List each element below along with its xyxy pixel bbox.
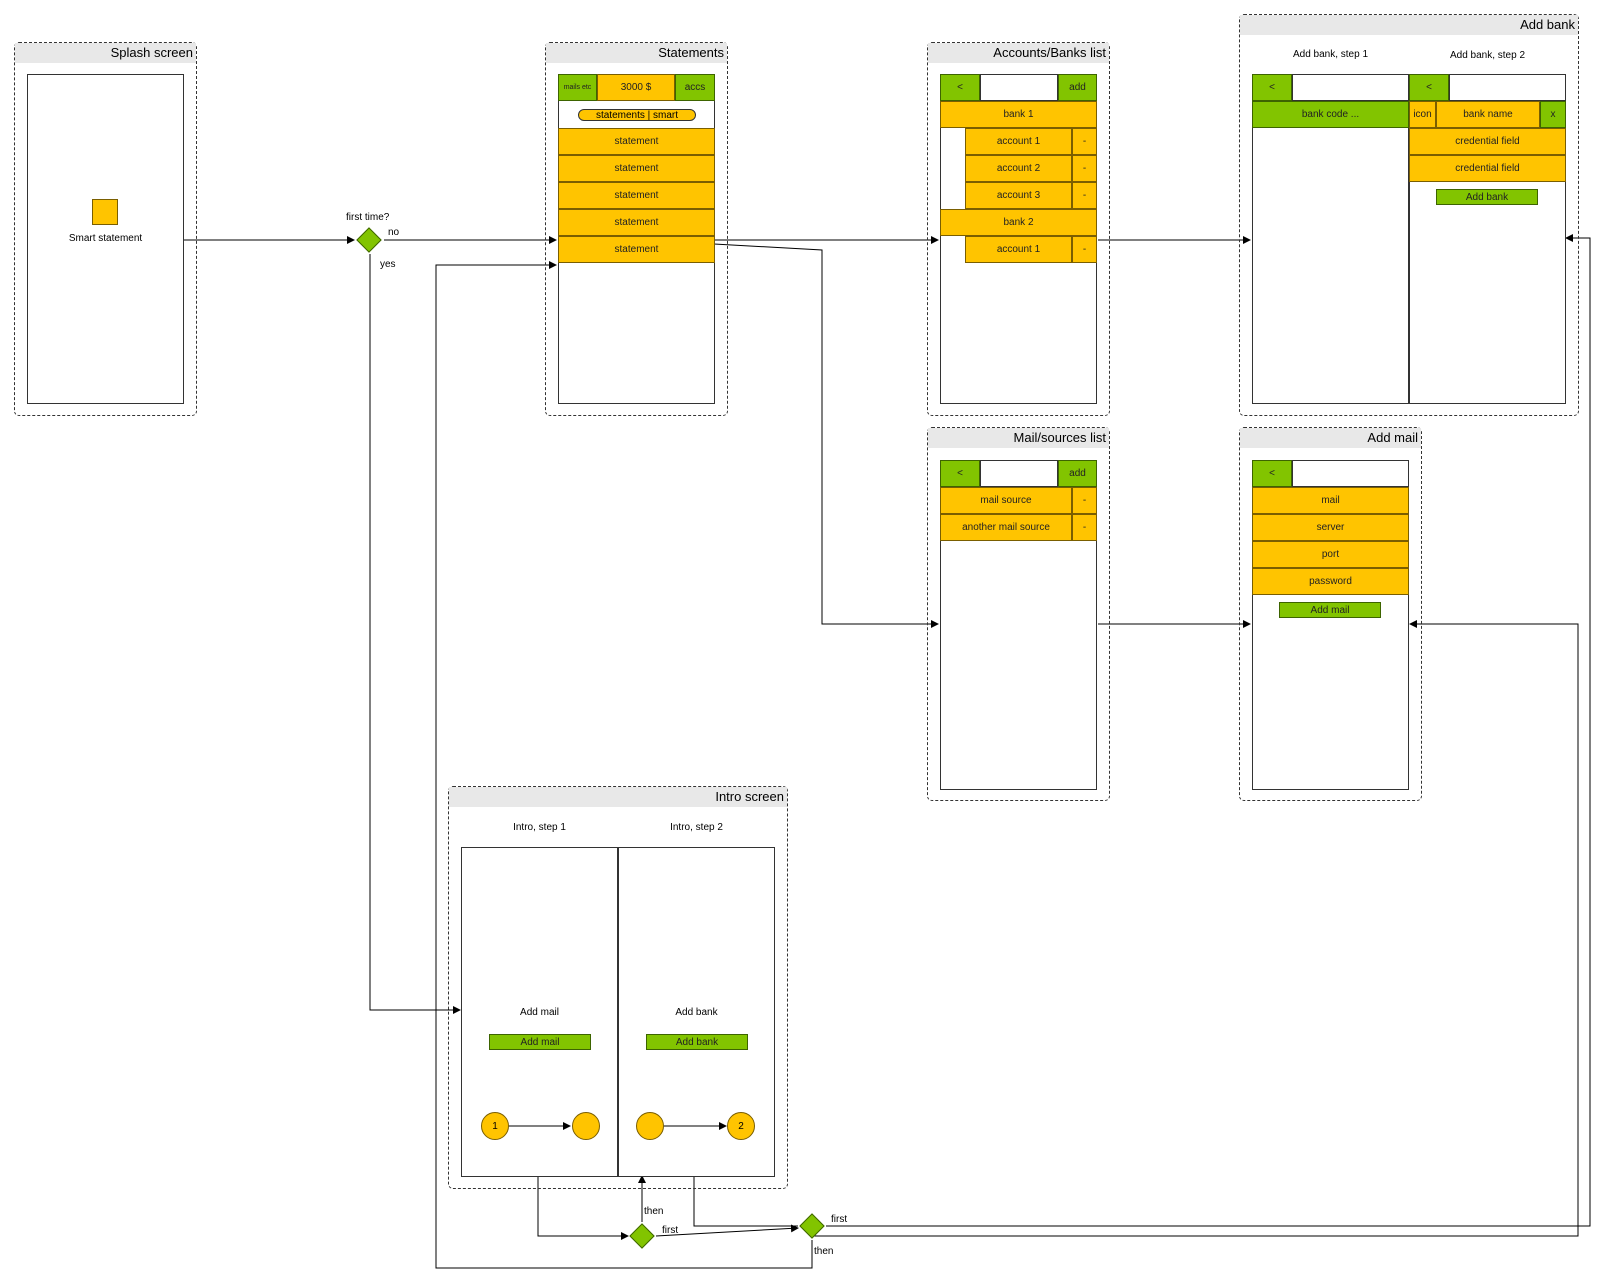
- bank-name: bank name: [1436, 101, 1540, 128]
- edge-decisionA-first: [655, 1224, 799, 1237]
- group-title: Splash screen: [15, 43, 196, 63]
- statement-item[interactable]: statement: [558, 209, 715, 236]
- decision-intro-then-label: then: [644, 1206, 664, 1217]
- splash-screen-group: Splash screen: [14, 42, 197, 416]
- step1-label: Add bank, step 1: [1292, 49, 1369, 60]
- account-row[interactable]: account 1: [965, 128, 1072, 155]
- mails-button[interactable]: mails etc: [558, 74, 597, 101]
- add-button[interactable]: add: [1058, 74, 1097, 101]
- accounts-button[interactable]: accs: [675, 74, 715, 101]
- step1-header-blank: [1292, 74, 1409, 101]
- edge-intro2-to-decisionB: [693, 1174, 798, 1227]
- intro-step2-label: Intro, step 2: [670, 822, 723, 833]
- back-button[interactable]: <: [940, 74, 980, 101]
- remove-source-button[interactable]: -: [1072, 514, 1097, 541]
- decision-intro-first-label: first: [662, 1225, 679, 1236]
- server-field[interactable]: server: [1252, 514, 1409, 541]
- back-button[interactable]: <: [1252, 74, 1292, 101]
- decision-bank-first-label: first: [831, 1214, 848, 1225]
- add-bank-group: Add bank: [1239, 14, 1579, 416]
- intro-add-bank-button[interactable]: Add bank: [646, 1034, 748, 1050]
- edge-decisionB-to-addmail: [812, 620, 1579, 1237]
- remove-account-button[interactable]: -: [1072, 236, 1097, 263]
- group-title: Intro screen: [449, 787, 787, 807]
- intro-step1-label: Intro, step 1: [513, 822, 566, 833]
- mail-header-blank: [980, 460, 1058, 487]
- statement-item[interactable]: statement: [558, 236, 715, 263]
- account-row[interactable]: account 1: [965, 236, 1072, 263]
- add-mail-header-blank: [1292, 460, 1409, 487]
- group-title: Add mail: [1240, 428, 1421, 448]
- mail-source-row[interactable]: mail source: [940, 487, 1072, 514]
- statements-smart-toggle[interactable]: statements | smart: [578, 109, 696, 121]
- pager-dot: [572, 1112, 600, 1140]
- credential-field[interactable]: credential field: [1409, 155, 1566, 182]
- group-title: Add bank: [1240, 15, 1578, 35]
- password-field[interactable]: password: [1252, 568, 1409, 595]
- app-name: Smart statement: [68, 233, 143, 244]
- close-button[interactable]: x: [1540, 101, 1566, 128]
- group-title: Accounts/Banks list: [928, 43, 1109, 63]
- mail-field[interactable]: mail: [1252, 487, 1409, 514]
- step2-header-blank: [1449, 74, 1566, 101]
- remove-account-button[interactable]: -: [1072, 128, 1097, 155]
- decision-no-label: no: [388, 227, 400, 238]
- statement-item[interactable]: statement: [558, 128, 715, 155]
- intro-step2-heading: Add bank: [675, 1007, 718, 1018]
- bank-row[interactable]: bank 2: [940, 209, 1097, 236]
- remove-account-button[interactable]: -: [1072, 182, 1097, 209]
- decision-question: first time?: [346, 212, 390, 223]
- pager-dot-active: 1: [481, 1112, 509, 1140]
- remove-source-button[interactable]: -: [1072, 487, 1097, 514]
- back-button[interactable]: <: [1409, 74, 1449, 101]
- add-bank-submit-button[interactable]: Add bank: [1436, 189, 1538, 205]
- back-button[interactable]: <: [1252, 460, 1292, 487]
- step2-label: Add bank, step 2: [1449, 50, 1526, 61]
- splash-phone: [27, 74, 184, 404]
- add-button[interactable]: add: [1058, 460, 1097, 487]
- add-mail-submit-button[interactable]: Add mail: [1279, 602, 1381, 618]
- pager-dot-active: 2: [727, 1112, 755, 1140]
- bank-code-field[interactable]: bank code ...: [1252, 101, 1409, 128]
- intro-add-mail-button[interactable]: Add mail: [489, 1034, 591, 1050]
- decision-bank-then-label: then: [814, 1246, 834, 1257]
- statement-item[interactable]: statement: [558, 155, 715, 182]
- mail-sources-group: Mail/sources list: [927, 427, 1110, 801]
- bank-row[interactable]: bank 1: [940, 101, 1097, 128]
- edge-statements-to-mails: [713, 243, 939, 628]
- edge-decisionB-then: [435, 261, 813, 1269]
- decision-yes-label: yes: [380, 259, 396, 270]
- back-button[interactable]: <: [940, 460, 980, 487]
- credential-field[interactable]: credential field: [1409, 128, 1566, 155]
- account-row[interactable]: account 3: [965, 182, 1072, 209]
- accounts-header-blank: [980, 74, 1058, 101]
- group-title: Statements: [546, 43, 727, 63]
- app-logo: [92, 199, 118, 225]
- pager-dot: [636, 1112, 664, 1140]
- intro-step1-heading: Add mail: [520, 1007, 559, 1018]
- statements-group: Statements: [545, 42, 728, 416]
- port-field[interactable]: port: [1252, 541, 1409, 568]
- intro-screen-group: Intro screen: [448, 786, 788, 1189]
- account-row[interactable]: account 2: [965, 155, 1072, 182]
- mail-source-row[interactable]: another mail source: [940, 514, 1072, 541]
- add-bank-step1-phone: [1252, 74, 1409, 404]
- edge-intro1-to-decisionA: [537, 1174, 629, 1240]
- edge-decision-yes: [369, 254, 461, 1014]
- bank-icon: icon: [1409, 101, 1436, 128]
- balance-display: 3000 $: [597, 74, 675, 101]
- remove-account-button[interactable]: -: [1072, 155, 1097, 182]
- statement-item[interactable]: statement: [558, 182, 715, 209]
- group-title: Mail/sources list: [928, 428, 1109, 448]
- accounts-group: Accounts/Banks list: [927, 42, 1110, 416]
- add-mail-group: Add mail: [1239, 427, 1422, 801]
